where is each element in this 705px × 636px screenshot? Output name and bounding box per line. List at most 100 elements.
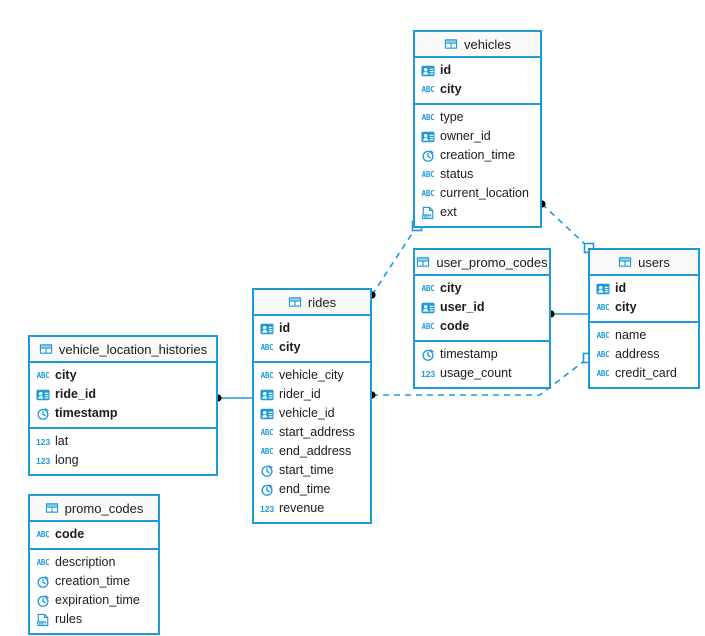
id-card-icon bbox=[260, 388, 274, 402]
table-title: vehicles bbox=[464, 36, 511, 52]
field-row[interactable]: vehicle_id bbox=[254, 404, 370, 423]
field-row[interactable]: ABC start_address bbox=[254, 423, 370, 442]
field-name: type bbox=[440, 110, 464, 125]
abc-icon: ABC bbox=[260, 427, 274, 437]
field-name: long bbox=[55, 453, 79, 468]
field-row[interactable]: ABC code bbox=[30, 525, 158, 544]
field-name: ext bbox=[440, 205, 457, 220]
field-name: ride_id bbox=[55, 387, 96, 402]
field-name: creation_time bbox=[55, 574, 131, 589]
field-row[interactable]: id bbox=[254, 319, 370, 338]
id-card-icon bbox=[596, 282, 610, 296]
abc-icon: ABC bbox=[421, 283, 435, 293]
clock-icon bbox=[260, 483, 274, 497]
id-card-icon bbox=[36, 388, 50, 402]
relationship-vehicles-to-users[interactable] bbox=[538, 200, 595, 254]
clock-icon bbox=[421, 348, 435, 362]
table-header[interactable]: rides bbox=[254, 290, 370, 316]
field-row[interactable]: owner_id bbox=[415, 127, 540, 146]
json-icon: JSON bbox=[36, 613, 50, 627]
table-header[interactable]: users bbox=[590, 250, 698, 276]
table-header[interactable]: vehicles bbox=[415, 32, 540, 58]
clock-icon bbox=[36, 407, 50, 421]
field-name: expiration_time bbox=[55, 593, 140, 608]
field-row[interactable]: start_time bbox=[254, 461, 370, 480]
primary-key-section: ABC code bbox=[30, 522, 158, 550]
abc-icon: ABC bbox=[36, 557, 50, 567]
field-name: id bbox=[440, 63, 452, 78]
field-row[interactable]: ABC status bbox=[415, 165, 540, 184]
field-name: code bbox=[440, 319, 470, 334]
field-row[interactable]: 123 lat bbox=[30, 432, 216, 451]
table-title: users bbox=[638, 254, 670, 270]
field-name: id bbox=[279, 321, 291, 336]
abc-icon: ABC bbox=[421, 169, 435, 179]
123-icon: 123 bbox=[260, 503, 275, 514]
field-name: end_address bbox=[279, 444, 352, 459]
field-row[interactable]: id bbox=[415, 61, 540, 80]
field-row[interactable]: ABC city bbox=[415, 80, 540, 99]
field-row[interactable]: id bbox=[590, 279, 698, 298]
field-name: city bbox=[615, 300, 637, 315]
table-grid-icon bbox=[39, 342, 53, 356]
field-name: city bbox=[440, 82, 462, 97]
field-name: user_id bbox=[440, 300, 485, 315]
field-row[interactable]: JSON rules bbox=[30, 610, 158, 629]
field-name: start_address bbox=[279, 425, 355, 440]
id-card-icon bbox=[260, 407, 274, 421]
abc-icon: ABC bbox=[421, 84, 435, 94]
relationship-vehicle_location_histories-to-rides[interactable] bbox=[214, 394, 252, 402]
field-row[interactable]: end_time bbox=[254, 480, 370, 499]
abc-icon: ABC bbox=[36, 529, 50, 539]
field-row[interactable]: expiration_time bbox=[30, 591, 158, 610]
field-row[interactable]: ride_id bbox=[30, 385, 216, 404]
field-name: usage_count bbox=[440, 366, 512, 381]
field-row[interactable]: timestamp bbox=[30, 404, 216, 423]
field-name: description bbox=[55, 555, 116, 570]
field-row[interactable]: timestamp bbox=[415, 345, 549, 364]
field-name: status bbox=[440, 167, 474, 182]
field-row[interactable]: user_id bbox=[415, 298, 549, 317]
field-name: lat bbox=[55, 434, 69, 449]
field-row[interactable]: creation_time bbox=[30, 572, 158, 591]
relationship-user_promo_codes-to-users[interactable] bbox=[547, 310, 588, 318]
field-name: code bbox=[55, 527, 85, 542]
table-header[interactable]: user_promo_codes bbox=[415, 250, 549, 276]
field-row[interactable]: rider_id bbox=[254, 385, 370, 404]
field-row[interactable]: creation_time bbox=[415, 146, 540, 165]
field-name: rules bbox=[55, 612, 83, 627]
table-grid-icon bbox=[45, 501, 59, 515]
abc-icon: ABC bbox=[260, 370, 274, 380]
clock-icon bbox=[36, 575, 50, 589]
123-icon: 123 bbox=[36, 436, 51, 447]
table-title: user_promo_codes bbox=[436, 254, 548, 270]
field-name: id bbox=[615, 281, 627, 296]
field-row[interactable]: ABC description bbox=[30, 553, 158, 572]
table-header[interactable]: vehicle_location_histories bbox=[30, 337, 216, 363]
table-header[interactable]: promo_codes bbox=[30, 496, 158, 522]
